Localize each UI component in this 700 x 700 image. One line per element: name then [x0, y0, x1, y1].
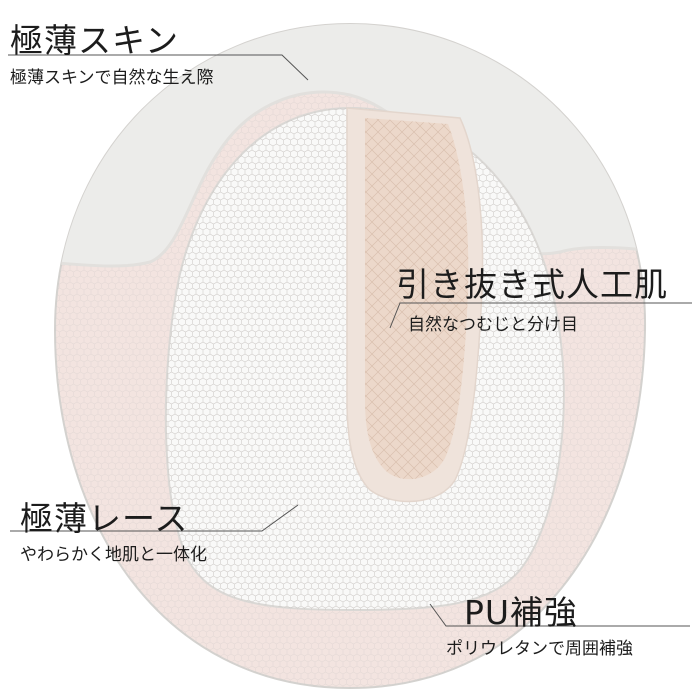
pu-leader-line — [429, 603, 690, 627]
leader-lines — [8, 54, 692, 627]
pu-title: PU補強 — [464, 593, 579, 632]
center-desc: 自然なつむじと分け目 — [408, 315, 578, 335]
skin-title: 極薄スキン — [10, 21, 180, 60]
center-leader-line — [389, 302, 692, 329]
lace-title: 極薄レース — [20, 499, 189, 538]
center-title: 引き抜き式人工肌 — [396, 265, 668, 304]
skin-leader-line — [8, 54, 309, 81]
center-skin-texture — [365, 118, 469, 480]
lace-desc: やわらかく地肌と一体化 — [20, 545, 207, 565]
pu-desc: ポリウレタンで周囲補強 — [446, 639, 633, 659]
skin-desc: 極薄スキンで自然な生え際 — [10, 68, 214, 88]
lace-leader-line — [10, 504, 299, 532]
